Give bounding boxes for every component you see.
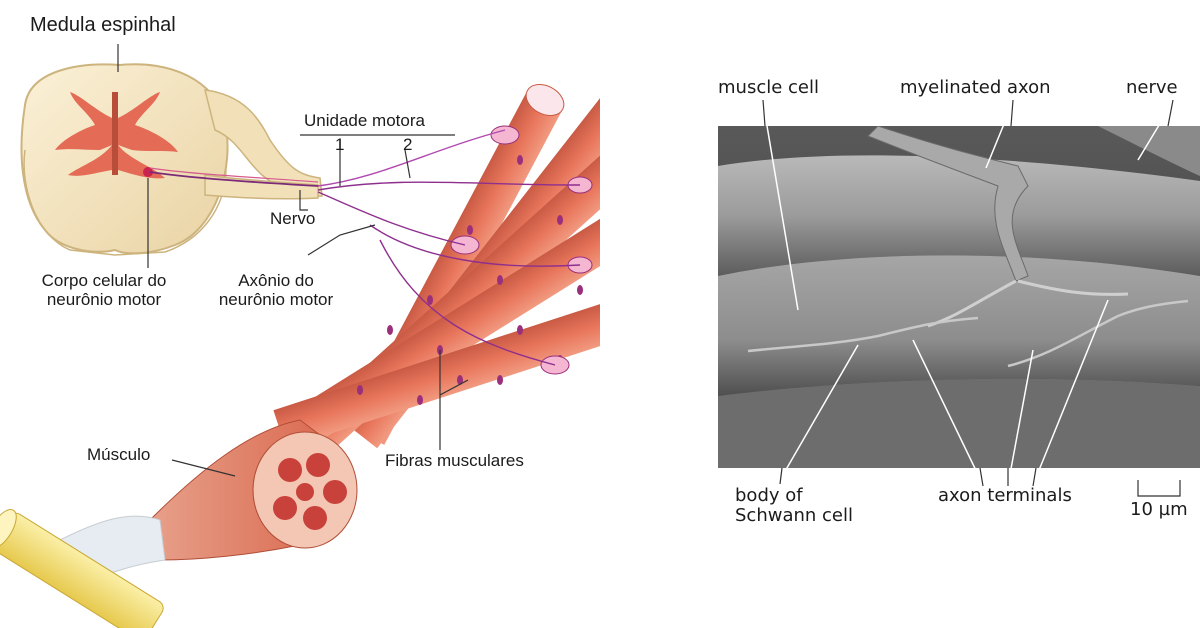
spinal-cord-label: Medula espinhal bbox=[30, 14, 176, 36]
motor-unit-number-2: 2 bbox=[403, 136, 412, 155]
nerve-label: Nervo bbox=[270, 210, 315, 229]
schwann-cell-label-line1: body of bbox=[735, 486, 853, 506]
axon-label-line2: neurônio motor bbox=[200, 291, 352, 310]
axon-label-line1: Axônio do bbox=[200, 272, 352, 291]
muscle-fibers-label: Fibras musculares bbox=[385, 452, 524, 471]
scale-bar-label: 10 µm bbox=[1130, 500, 1188, 520]
cell-body-label-line2: neurônio motor bbox=[26, 291, 182, 310]
myelinated-axon-label: myelinated axon bbox=[900, 78, 1051, 98]
axon-terminals-label: axon terminals bbox=[938, 486, 1072, 506]
cell-body-label: Corpo celular do neurônio motor bbox=[26, 272, 182, 309]
nerve-label-en: nerve bbox=[1126, 78, 1178, 98]
muscle-label: Músculo bbox=[87, 446, 150, 465]
muscle-cell-label: muscle cell bbox=[718, 78, 819, 98]
schwann-cell-label-line2: Schwann cell bbox=[735, 506, 853, 526]
schwann-cell-label: body of Schwann cell bbox=[735, 486, 853, 526]
axon-label: Axônio do neurônio motor bbox=[200, 272, 352, 309]
motor-unit-label: Unidade motora bbox=[304, 112, 425, 131]
cell-body-label-line1: Corpo celular do bbox=[26, 272, 182, 291]
motor-unit-diagram bbox=[0, 0, 600, 628]
motor-unit-number-1: 1 bbox=[335, 136, 344, 155]
